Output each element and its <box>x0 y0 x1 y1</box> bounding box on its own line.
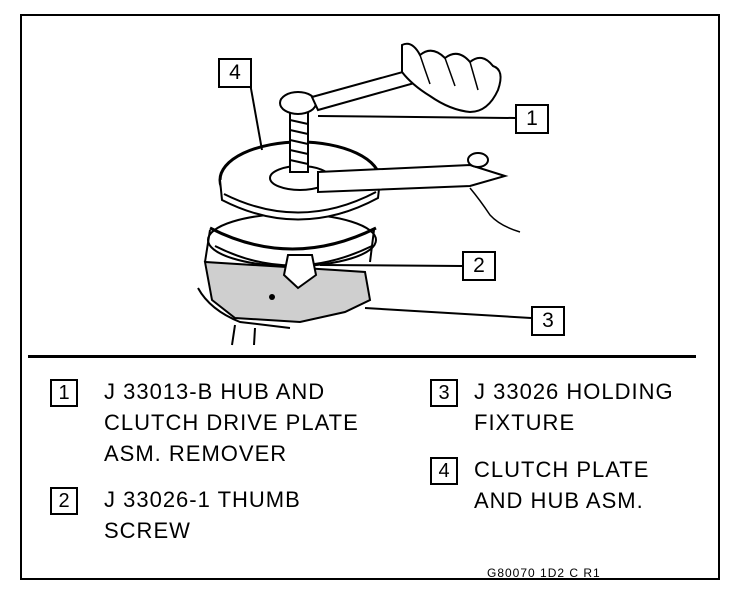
legend-item-1-line-3: ASM. REMOVER <box>104 441 288 466</box>
legend-item-2-line-2: SCREW <box>104 518 191 543</box>
callout-4: 4 <box>218 58 252 88</box>
figure-code: G80070 1D2 C R1 <box>487 566 601 580</box>
leader-3 <box>364 307 532 319</box>
lower-wrench <box>317 163 509 194</box>
legend-item-3-line-1: J 33026 HOLDING <box>474 379 674 404</box>
legend-item-1: J 33013-B HUB AND CLUTCH DRIVE PLATE ASM… <box>104 376 359 469</box>
holding-fixture-base <box>203 260 372 324</box>
callout-2: 2 <box>462 251 496 281</box>
legend-item-2-line-1: J 33026-1 THUMB <box>104 487 301 512</box>
legend-divider <box>28 355 696 358</box>
legend-item-1-line-2: CLUTCH DRIVE PLATE <box>104 410 359 435</box>
legend-item-2: J 33026-1 THUMB SCREW <box>104 484 301 546</box>
legend-number-4: 4 <box>430 457 458 485</box>
hand <box>401 42 502 114</box>
legend-item-3-line-2: FIXTURE <box>474 410 576 435</box>
legend-number-1: 1 <box>50 379 78 407</box>
legend-number-3: 3 <box>430 379 458 407</box>
legend-item-1-line-1: J 33013-B HUB AND <box>104 379 326 404</box>
leader-2 <box>319 264 463 267</box>
figure-frame <box>20 14 720 580</box>
leader-1 <box>317 115 516 119</box>
legend-number-2: 2 <box>50 487 78 515</box>
top-wrench <box>310 68 420 112</box>
thumb-screw <box>282 254 318 290</box>
callout-3: 3 <box>531 306 565 336</box>
legend-item-4-line-2: AND HUB ASM. <box>474 488 644 513</box>
legend-item-4-line-1: CLUTCH PLATE <box>474 457 650 482</box>
callout-1: 1 <box>515 104 549 134</box>
legend-item-4: CLUTCH PLATE AND HUB ASM. <box>474 454 649 516</box>
leader-4 <box>249 82 263 151</box>
legend-item-3: J 33026 HOLDING FIXTURE <box>474 376 674 438</box>
